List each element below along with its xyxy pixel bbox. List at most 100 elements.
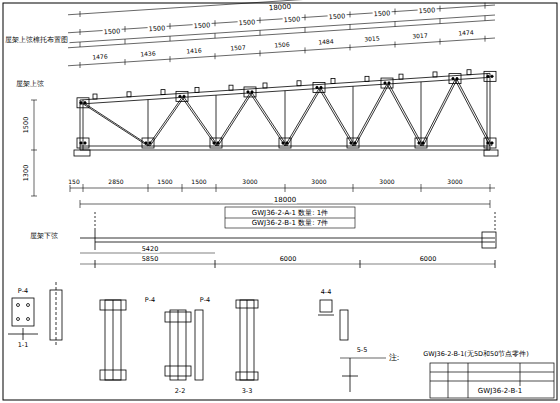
dimension-text: 3000 — [446, 179, 463, 185]
drawing-stroke — [142, 138, 154, 148]
drawing-stroke — [83, 104, 148, 146]
drawing-stroke — [170, 310, 186, 380]
drawing-label: 屋架上弦檩托布置图 — [4, 37, 69, 44]
drawing-stroke — [490, 200, 491, 208]
dimension-text: 3000 — [378, 179, 395, 185]
drawing-stroke — [467, 70, 471, 75]
bottom-chord-plan — [80, 212, 496, 268]
drawing-label: 注: — [388, 354, 401, 362]
drawing-label: GWJ36-2-B-1(无5D和50节点零件) — [422, 351, 530, 358]
drawing-stroke — [342, 376, 358, 377]
drawing-stroke — [260, 17, 261, 23]
drawing-stroke — [440, 6, 441, 12]
dimension-text: 1300 — [23, 164, 30, 183]
drawing-stroke — [178, 310, 179, 380]
drawing-stroke — [170, 36, 171, 41]
dimension-text: 6000 — [279, 256, 298, 263]
drawing-stroke — [430, 363, 554, 398]
drawing-stroke — [320, 300, 332, 312]
drawing-stroke — [100, 300, 126, 310]
drawing-stroke — [215, 20, 216, 26]
dimension-text: 1436 — [139, 50, 157, 57]
drawing-stroke — [282, 142, 284, 144]
drawing-stroke — [68, 20, 495, 48]
drawing-stroke — [485, 36, 486, 42]
drawing-stroke — [387, 84, 421, 146]
drawing-stroke — [74, 150, 90, 156]
drawing-stroke — [77, 98, 89, 108]
drawing-stroke — [77, 138, 89, 148]
drawing-stroke — [421, 82, 422, 146]
truss-elevation — [74, 70, 498, 156]
drawing-stroke — [17, 304, 20, 307]
drawing-label: P-4 — [144, 297, 156, 304]
sheet-border — [3, 3, 557, 400]
drawing-stroke — [210, 138, 222, 148]
drawing-stroke — [421, 80, 455, 146]
drawing-stroke — [93, 94, 97, 99]
drawing-stroke — [27, 318, 30, 321]
drawing-stroke — [350, 142, 352, 144]
dimension-text: 1484 — [317, 38, 335, 45]
drawing-stroke — [85, 104, 150, 146]
drawing-stroke — [80, 62, 81, 68]
drawing-stroke — [31, 100, 37, 101]
section-details — [8, 282, 358, 392]
drawing-stroke — [395, 42, 396, 48]
drawing-stroke — [353, 184, 354, 192]
drawing-stroke — [286, 142, 288, 144]
dimension-text: 6000 — [419, 256, 438, 263]
drawing-stroke — [176, 91, 188, 101]
drawing-stroke — [350, 358, 351, 392]
drawing-stroke — [218, 93, 252, 146]
drawing-stroke — [468, 363, 469, 398]
drawing-stroke — [217, 142, 219, 144]
drawing-stroke — [452, 77, 454, 79]
drawing-stroke — [195, 87, 199, 92]
drawing-stroke — [125, 26, 126, 32]
drawing-stroke — [80, 42, 81, 47]
drawing-stroke — [487, 74, 488, 150]
drawing-stroke — [80, 253, 215, 254]
drawing-stroke — [225, 207, 355, 228]
drawing-stroke — [421, 184, 422, 192]
drawing-label: 4-4 — [320, 289, 333, 296]
drawing-stroke — [418, 142, 420, 144]
drawing-stroke — [260, 50, 261, 56]
title-block — [430, 363, 554, 398]
drawing-stroke — [484, 150, 498, 156]
drawing-label: 3-3 — [241, 388, 254, 395]
drawing-stroke — [347, 138, 359, 148]
drawing-stroke — [225, 218, 355, 219]
drawing-stroke — [440, 19, 441, 24]
drawing-stroke — [216, 184, 217, 192]
drawing-stroke — [247, 300, 248, 380]
dimension-text: 1500 — [238, 19, 257, 27]
drawing-stroke — [68, 0, 495, 15]
drawing-stroke — [305, 27, 306, 32]
dimension-text: 1476 — [91, 53, 109, 60]
drawing-stroke — [350, 24, 351, 29]
drawing-stroke — [80, 11, 81, 17]
drawing-stroke — [313, 82, 325, 92]
drawing-stroke — [263, 83, 267, 88]
drawing-stroke — [305, 47, 306, 53]
drawing-stroke — [285, 88, 319, 146]
drawing-stroke — [389, 84, 423, 146]
drawing-stroke — [448, 363, 449, 398]
drawing-stroke — [80, 200, 81, 208]
dimension-text: 3000 — [310, 179, 327, 185]
drawing-stroke — [148, 97, 182, 146]
drawing-stroke — [80, 102, 82, 104]
dimension-text: 1500 — [418, 8, 437, 16]
drawing-stroke — [484, 138, 496, 148]
dimension-text: 1500 — [190, 179, 207, 185]
drawing-stroke — [487, 142, 489, 144]
drawing-stroke — [240, 300, 254, 380]
drawing-label: 2-2 — [174, 388, 187, 395]
drawing-stroke — [491, 142, 493, 144]
dimension-text: 1500 — [328, 13, 347, 21]
drawing-stroke — [84, 102, 86, 104]
drawing-stroke — [80, 150, 490, 151]
drawing-stroke — [491, 75, 493, 77]
